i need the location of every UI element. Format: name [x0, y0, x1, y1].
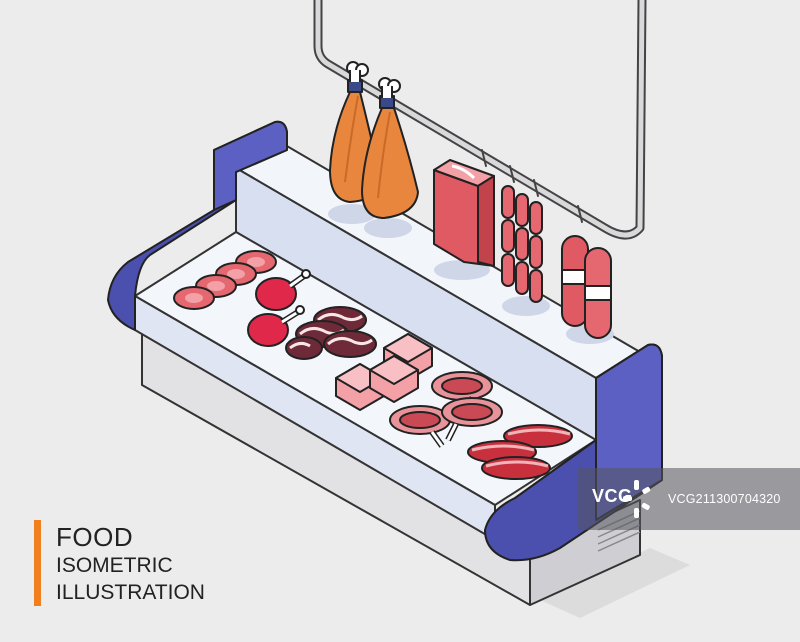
pork-blocks: [335, 333, 433, 411]
beef-steaks: [467, 424, 573, 480]
hanging-sausage-links: [501, 185, 543, 303]
watermark-logo: VCG: [592, 486, 633, 506]
watermark-id: VCG211300704320: [668, 492, 781, 506]
marbled-steaks: [285, 306, 377, 360]
caption-accent-bar: [34, 520, 41, 606]
meat-drumstick: [247, 305, 305, 347]
caption-line-3: ILLUSTRATION: [56, 581, 205, 604]
case-side-left: [107, 120, 288, 331]
hanging-meat-slab: [433, 159, 495, 267]
hanging-salami: [561, 235, 612, 339]
meat-drumstick: [255, 269, 311, 311]
meat-chops: [389, 371, 503, 448]
caption-title: FOOD: [56, 522, 134, 552]
watermark: VCG VCG211300704320: [578, 468, 800, 530]
meat-slices: [173, 250, 277, 310]
caption-line-2: ISOMETRIC: [56, 554, 173, 577]
hanging-rail: [313, 0, 647, 240]
floor-shadow: [540, 548, 690, 618]
watermark-mark-icon: [623, 480, 651, 518]
hanging-ham: [361, 77, 419, 219]
